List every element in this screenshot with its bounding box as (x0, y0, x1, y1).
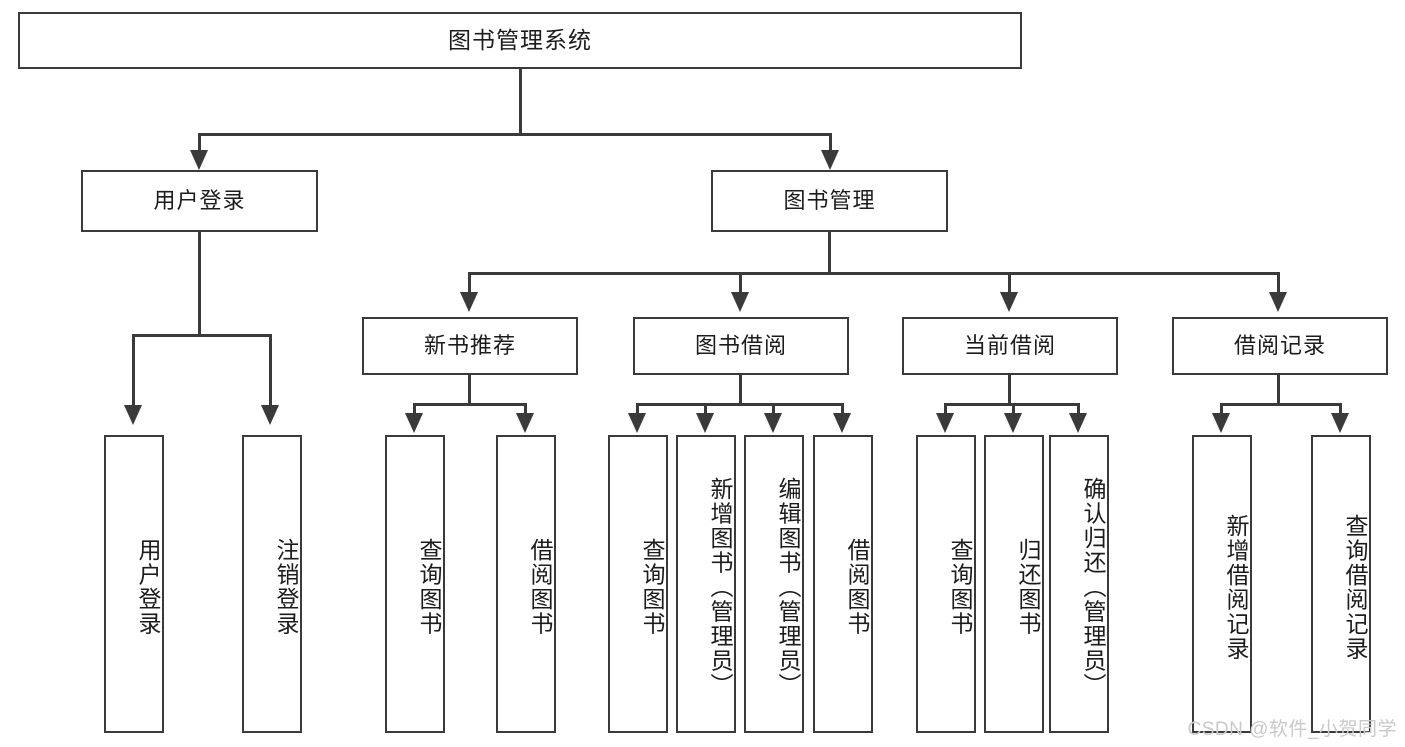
connector-book-manage-stem (828, 232, 831, 275)
connector-borrow-record-stem (1277, 375, 1280, 406)
arrowhead-current-borrow (1000, 292, 1018, 312)
node-user-login[interactable]: 用户登录 (81, 170, 318, 232)
connector-to-borrow-record (1277, 272, 1280, 295)
connector-new-book-rec-stem (468, 375, 471, 406)
node-root-system[interactable]: 图书管理系统 (18, 12, 1022, 69)
node-new-book-rec[interactable]: 新书推荐 (362, 317, 578, 375)
node-leaf-query-record[interactable]: 查询借阅记录 (1311, 435, 1371, 733)
connector-nbr-branch-2 (524, 403, 527, 417)
node-leaf-confirm-return[interactable]: 确认归还（管理员） (1049, 435, 1109, 733)
node-leaf-query-book-2[interactable]: 查询图书 (608, 435, 668, 733)
arrowhead-leaf-query-book-3 (936, 413, 954, 433)
connector-br-branch-2 (1339, 403, 1342, 417)
node-leaf-borrow-book-2[interactable]: 借阅图书 (813, 435, 873, 733)
arrowhead-leaf-confirm-return (1069, 413, 1087, 433)
connector-book-manage-bus (468, 272, 1280, 275)
connector-current-borrow-stem (1008, 375, 1011, 406)
connector-bb-branch-1 (636, 403, 639, 417)
node-book-borrow[interactable]: 图书借阅 (633, 317, 849, 375)
connector-borrow-record-bus (1220, 403, 1342, 406)
connector-br-branch-1 (1220, 403, 1223, 417)
node-borrow-record[interactable]: 借阅记录 (1172, 317, 1388, 375)
arrowhead-leaf-add-record (1212, 413, 1230, 433)
node-leaf-user-logout[interactable]: 注销登录 (242, 435, 302, 733)
connector-nbr-branch-1 (413, 403, 416, 417)
connector-new-book-rec-bus (413, 403, 527, 406)
connector-book-borrow-bus (636, 403, 844, 406)
connector-root-to-book-manage (829, 133, 832, 153)
node-current-borrow[interactable]: 当前借阅 (902, 317, 1118, 375)
connector-to-current-borrow (1008, 272, 1011, 295)
arrowhead-leaf-user-login (124, 405, 142, 425)
connector-user-login-bus (132, 334, 272, 337)
node-leaf-user-login[interactable]: 用户登录 (104, 435, 164, 733)
arrowhead-leaf-add-book (696, 413, 714, 433)
arrowhead-leaf-return-book (1004, 413, 1022, 433)
node-leaf-borrow-book-1[interactable]: 借阅图书 (496, 435, 556, 733)
arrowhead-new-book-rec (460, 292, 478, 312)
arrowhead-leaf-user-logout (261, 405, 279, 425)
connector-bb-branch-4 (841, 403, 844, 417)
connector-user-login-stem (198, 232, 201, 336)
arrowhead-user-login (190, 150, 208, 170)
arrowhead-leaf-borrow-book-2 (833, 413, 851, 433)
connector-root-bus (198, 133, 832, 136)
arrowhead-leaf-edit-book (764, 413, 782, 433)
arrowhead-leaf-borrow-book-1 (516, 413, 534, 433)
node-leaf-return-book[interactable]: 归还图书 (984, 435, 1044, 733)
node-leaf-query-book-3[interactable]: 查询图书 (916, 435, 976, 733)
connector-user-login-branch-2 (269, 334, 272, 408)
connector-root-stem (519, 69, 522, 135)
node-book-manage[interactable]: 图书管理 (711, 170, 948, 232)
csdn-watermark: CSDN @软件_小贺同学 (1187, 719, 1397, 740)
node-leaf-query-book-1[interactable]: 查询图书 (385, 435, 445, 733)
connector-to-book-borrow (739, 272, 742, 295)
node-leaf-add-record[interactable]: 新增借阅记录 (1192, 435, 1252, 733)
arrowhead-book-manage (821, 150, 839, 170)
arrowhead-book-borrow (731, 292, 749, 312)
arrowhead-borrow-record (1269, 292, 1287, 312)
connector-bb-branch-2 (704, 403, 707, 417)
connector-bb-branch-3 (772, 403, 775, 417)
connector-cb-branch-2 (1012, 403, 1015, 417)
connector-root-to-user-login (198, 133, 201, 153)
connector-cb-branch-1 (944, 403, 947, 417)
arrowhead-leaf-query-book-1 (405, 413, 423, 433)
node-leaf-edit-book[interactable]: 编辑图书（管理员） (744, 435, 804, 733)
connector-cb-branch-3 (1077, 403, 1080, 417)
connector-user-login-branch-1 (132, 334, 135, 408)
arrowhead-leaf-query-book-2 (628, 413, 646, 433)
connector-to-new-book-rec (468, 272, 471, 295)
arrowhead-leaf-query-record (1331, 413, 1349, 433)
connector-book-borrow-stem (739, 375, 742, 406)
node-leaf-add-book[interactable]: 新增图书（管理员） (676, 435, 736, 733)
connector-current-borrow-bus (944, 403, 1079, 406)
